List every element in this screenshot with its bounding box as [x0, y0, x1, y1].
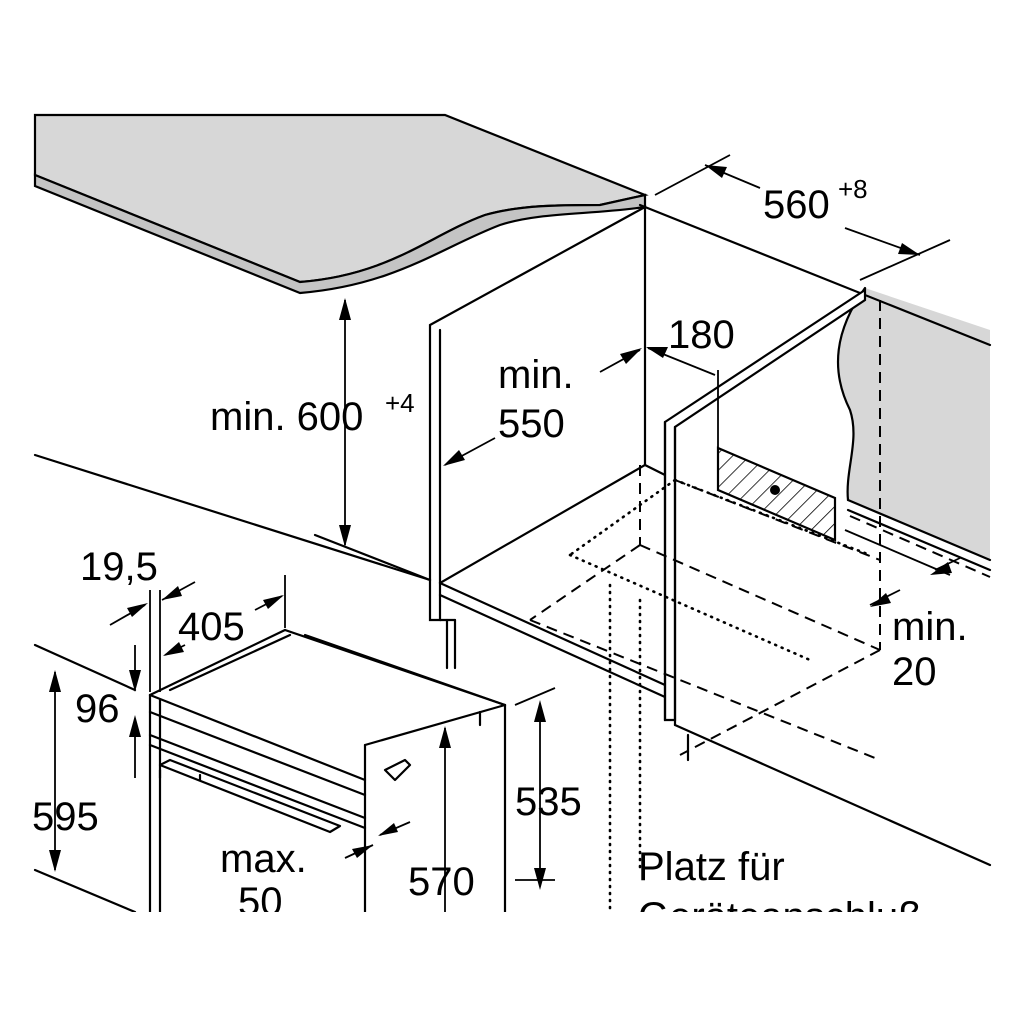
right-counter: [638, 203, 992, 578]
label-oven-height: 595: [32, 795, 99, 839]
label-oven-body-height: 535: [515, 780, 582, 824]
label-depth-front: 405: [178, 605, 245, 649]
label-door-max-line1: max.: [220, 837, 307, 881]
oven: [33, 628, 507, 912]
niche-structure: [33, 205, 992, 867]
label-height-min: min. 600: [210, 395, 363, 439]
label-height-tolerance: +4: [385, 388, 415, 418]
label-note-line1: Platz für: [638, 845, 785, 889]
label-depth-min-line1: min.: [498, 353, 574, 397]
label-oven-depth: 570: [408, 860, 475, 904]
label-width-niche: 560: [763, 183, 830, 227]
label-door-max-line2: 50: [238, 880, 283, 924]
hidden-lines: [529, 300, 881, 912]
worktop: [33, 113, 649, 295]
label-depth-min-line2: 550: [498, 402, 565, 446]
label-note-line2: Geräteanschluß: [638, 895, 923, 939]
label-trim: 19,5: [80, 545, 158, 589]
dimension-lines: [49, 154, 961, 912]
label-bottom-min-line2: 20: [892, 650, 937, 694]
label-width-niche-tolerance: +8: [838, 174, 868, 204]
labels: 560 +8 min. 600 +4 min. 550 180 min. 20 …: [32, 174, 968, 939]
label-bottom-min-line1: min.: [892, 605, 968, 649]
label-back-gap: 180: [668, 313, 735, 357]
label-panel-height: 96: [75, 687, 120, 731]
